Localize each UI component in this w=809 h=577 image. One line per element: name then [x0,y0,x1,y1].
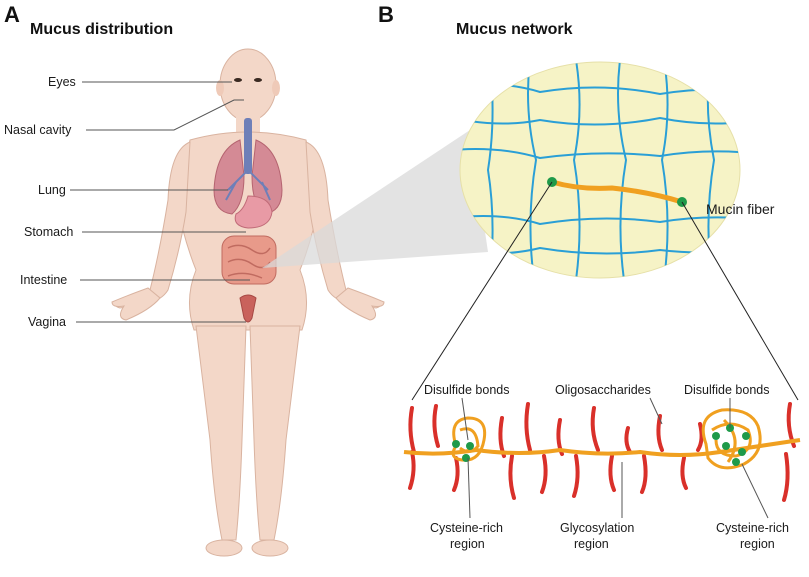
label-oligosaccharides: Oligosaccharides [555,383,663,425]
organ-label-intestine: Intestine [20,273,250,287]
leader-line [649,397,663,425]
organ-label-stomach: Stomach [24,225,246,239]
organ-label-text: Nasal cavity [4,123,72,137]
panel-b-letter: B [378,2,394,27]
top-label-text: Disulfide bonds [424,383,509,397]
mucin-fiber-highlight [549,179,685,205]
label-glycosylation: Glycosylation region [560,462,634,551]
organ-label-text: Lung [38,183,66,197]
organ-label-nasal-cavity: Nasal cavity [4,99,244,137]
panel-a-title: Mucus distribution [30,21,173,38]
organ-label-text: Vagina [28,315,66,329]
organ-label-vagina: Vagina [28,315,246,329]
panel-b-title: Mucus network [456,21,573,38]
label-disulfide-bonds-left: Disulfide bonds [424,383,509,441]
leader-line [86,99,244,131]
zoom-line-left [411,181,553,401]
zoom-line-right [681,201,799,401]
panel-a-letter: A [4,2,20,27]
bottom-label-line1: Glycosylation [560,521,634,535]
human-body-illustration [111,48,385,557]
bottom-label-line2: region [574,537,609,551]
mucin-fiber-detail [403,402,801,502]
organ-label-eyes: Eyes [48,75,232,89]
top-label-text: Disulfide bonds [684,383,769,397]
mucin-fiber-label: Mucin fiber [706,201,775,217]
leader-line [467,457,471,519]
organ-label-lung: Lung [38,183,228,197]
top-label-text: Oligosaccharides [555,383,651,397]
leader-line [461,397,469,441]
mucus-network-zoom [459,61,741,279]
label-disulfide-bonds-right: Disulfide bonds [684,383,769,428]
zoom-cone [262,130,488,268]
bottom-label-line1: Cysteine-rich [716,521,789,535]
bottom-label-line2: region [450,537,485,551]
bottom-label-line2: region [740,537,775,551]
label-cysteine-rich-left: Cysteine-rich region [430,457,503,551]
label-cysteine-rich-right: Cysteine-rich region [716,463,789,551]
cysteine-knot-left [451,416,487,462]
bottom-label-line1: Cysteine-rich [430,521,503,535]
leader-line [741,463,769,519]
organ-label-text: Intestine [20,273,67,287]
organ-label-text: Eyes [48,75,76,89]
organ-label-text: Stomach [24,225,73,239]
cysteine-knot-right [701,408,762,470]
